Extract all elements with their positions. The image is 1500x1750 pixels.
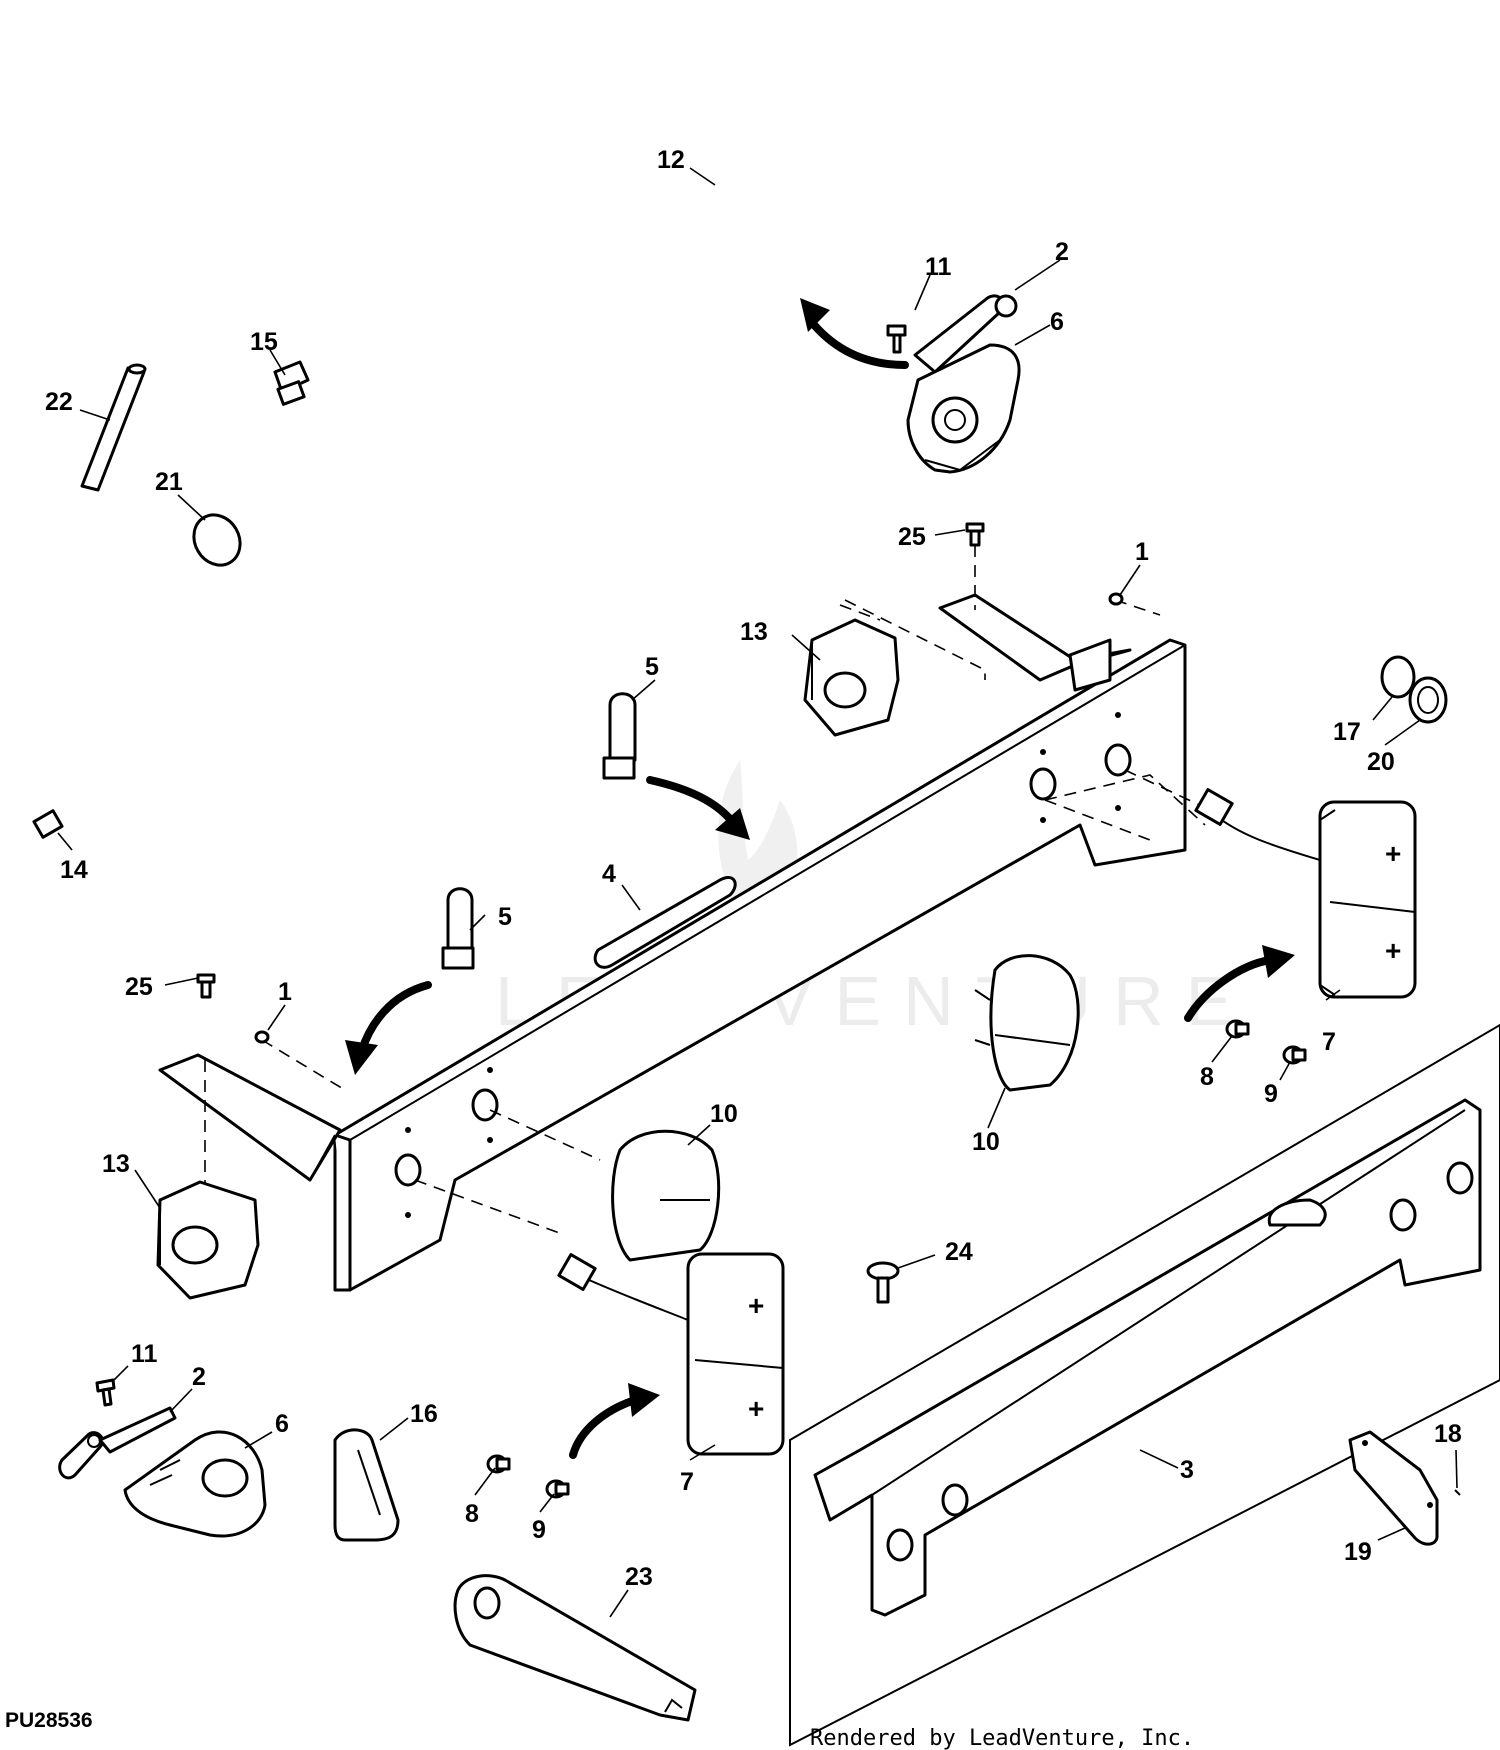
callout-6-lower: 6 (275, 1410, 289, 1438)
disc-20 (1408, 676, 1448, 724)
bracket-2-upper (913, 294, 1018, 374)
callout-3: 3 (1180, 1456, 1194, 1484)
callout-7-right: 7 (1322, 1028, 1336, 1056)
bolt-8-right (1225, 1019, 1250, 1039)
render-credit: Rendered by LeadVenture, Inc. (810, 1726, 1194, 1750)
callout-25-upper: 25 (898, 523, 926, 551)
pin-11-upper (886, 324, 907, 354)
panel-3 (813, 1098, 1482, 1617)
main-beam (333, 638, 1187, 1292)
pin-18 (1454, 1489, 1461, 1496)
screw-25-upper (965, 522, 985, 547)
callout-15: 15 (250, 328, 278, 356)
arrow-head-clip-upper (715, 808, 750, 840)
svg-text:+: + (748, 1393, 764, 1424)
callout-17: 17 (1333, 718, 1361, 746)
callout-1-upper: 1 (1135, 538, 1149, 566)
callout-5-upper: 5 (645, 653, 659, 681)
callout-13-lower: 13 (102, 1150, 130, 1178)
callout-2-upper: 2 (1055, 238, 1069, 266)
figure-id: PU28536 (5, 1709, 93, 1732)
bolt-9-right (1282, 1045, 1307, 1065)
arrow-head-clip-lower (345, 1040, 378, 1075)
callout-9-right: 9 (1264, 1080, 1278, 1108)
wiring-harness (43, 38, 1024, 831)
tail-light-cable-left (557, 1253, 689, 1321)
callout-2-lower: 2 (192, 1363, 206, 1391)
callout-23: 23 (625, 1563, 653, 1591)
bracket-4 (593, 876, 737, 969)
pin-1-lower (254, 1030, 270, 1044)
callout-14: 14 (60, 856, 88, 884)
callout-9-left: 9 (532, 1516, 546, 1544)
arrow-upper-hitch (806, 316, 909, 369)
callout-25-lower: 25 (125, 973, 153, 1001)
tail-light-7-right: + + (1318, 800, 1417, 999)
callout-5-lower: 5 (498, 903, 512, 931)
callout-22: 22 (45, 388, 73, 416)
svg-text:+: + (748, 1290, 764, 1321)
wrench-23 (453, 1574, 697, 1722)
pad-21 (192, 513, 242, 567)
callout-6-upper: 6 (1050, 308, 1064, 336)
callout-20: 20 (1367, 748, 1395, 776)
bracket-19 (1348, 1430, 1439, 1546)
connector-14 (32, 809, 64, 839)
pin-11-lower (95, 1378, 116, 1407)
screw-24 (866, 1261, 900, 1304)
callout-12: 12 (657, 146, 685, 174)
callout-19: 19 (1344, 1538, 1372, 1566)
arrow-head-light-right (1262, 945, 1295, 978)
clip-5-upper (602, 692, 637, 780)
bolt-9-left (545, 1479, 570, 1499)
plate-upper (938, 593, 1132, 692)
callout-11-upper: 11 (925, 253, 952, 281)
callout-13-upper: 13 (740, 618, 768, 646)
plate-lower (158, 1053, 342, 1182)
arrow-clip-lower (358, 981, 432, 1054)
plate-16 (333, 1428, 400, 1542)
beam-holes (394, 712, 1132, 1218)
connector-15 (273, 360, 310, 406)
callout-10-right: 10 (972, 1128, 1000, 1156)
lamp-10-right (974, 954, 1080, 1092)
callout-24: 24 (945, 1238, 973, 1266)
callout-8-right: 8 (1200, 1063, 1214, 1091)
lamp-10-left (611, 1129, 721, 1262)
callout-8-left: 8 (465, 1500, 479, 1528)
bracket-2-lower (58, 1406, 177, 1480)
pin-1-upper (1108, 592, 1124, 606)
arrow-light-left (569, 1396, 639, 1459)
arrow-light-right (1184, 956, 1274, 1022)
disc-17 (1380, 655, 1416, 699)
tail-light-cable-right (1194, 788, 1321, 861)
callout-16: 16 (410, 1400, 438, 1428)
leader-lines (57, 167, 1458, 1618)
hitch-13-upper (803, 618, 900, 737)
hitch-13-lower (156, 1180, 260, 1300)
callout-labels: 12 11 2 6 15 22 21 25 1 13 5 17 20 14 4 … (45, 146, 1462, 1591)
callout-10-left: 10 (710, 1100, 738, 1128)
callout-21: 21 (155, 468, 183, 496)
assembly-lines (204, 545, 1211, 1236)
rod-22 (80, 363, 147, 492)
screw-25-lower (196, 973, 216, 999)
callout-1-lower: 1 (278, 978, 292, 1006)
hitch-6-upper (906, 343, 1021, 474)
arrow-head-light-left (628, 1383, 660, 1417)
clip-5-lower (441, 887, 475, 970)
callout-4: 4 (602, 860, 616, 888)
svg-text:+: + (1385, 838, 1401, 869)
svg-text:+: + (1385, 935, 1401, 966)
arrow-head-upper-hitch (800, 298, 830, 332)
bolt-8-left (486, 1454, 511, 1474)
panel-box (789, 1023, 1500, 1747)
callout-11-lower: 11 (131, 1340, 158, 1368)
hitch-6-lower (123, 1430, 267, 1538)
tail-light-7-left: + + (686, 1252, 785, 1456)
callout-18: 18 (1434, 1420, 1462, 1448)
callout-7-left: 7 (680, 1468, 694, 1496)
